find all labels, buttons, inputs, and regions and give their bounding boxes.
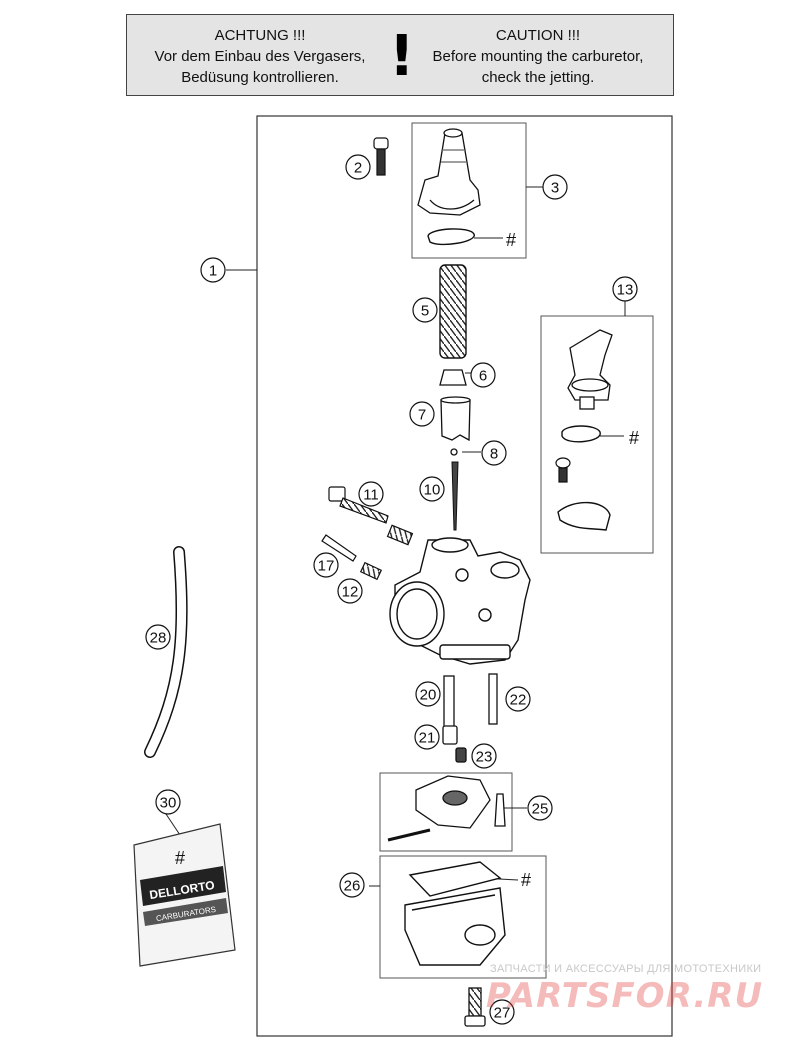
callout-number-10: 10: [424, 482, 441, 499]
part-13-screw: [555, 457, 571, 483]
hash-mark-gasket: #: [506, 230, 516, 250]
callout-number-8: 8: [490, 446, 498, 463]
part-21-main-jet: [442, 725, 458, 745]
callout-circle-21: [414, 724, 440, 750]
caution-english: CAUTION !!! Before mounting the carburet…: [413, 25, 663, 88]
caution-banner: ACHTUNG !!! Vor dem Einbau des Vergasers…: [126, 14, 674, 96]
callout-circle-10: [419, 476, 445, 502]
callout-circle-30: [155, 789, 181, 815]
part-27-drain-screw: [464, 987, 486, 1027]
callout-circle-5: [412, 297, 438, 323]
part-20-emulsion-tube: [443, 675, 455, 735]
bag-hash-mark: #: [175, 848, 185, 868]
callout-number-2: 2: [354, 160, 362, 177]
callout-number-23: 23: [476, 749, 493, 766]
callout-circle-13: [612, 276, 638, 302]
caution-german-line1: Vor dem Einbau des Vergasers,: [154, 48, 366, 65]
part-5-spring: [439, 264, 467, 359]
callout-number-30: 30: [160, 795, 177, 812]
part-25-float: [387, 775, 506, 842]
group-frame-26: [379, 855, 547, 979]
callout-number-26: 26: [344, 878, 361, 895]
callout-number-6: 6: [479, 368, 487, 385]
part-10-jet-needle: [451, 461, 459, 531]
callout-number-28: 28: [150, 630, 167, 647]
assembly-frame: [256, 115, 673, 1037]
callout-number-22: 22: [510, 692, 527, 709]
callout-number-3: 3: [551, 180, 559, 197]
part-13-choke-assembly: [567, 329, 613, 410]
callout-circle-8: [481, 440, 507, 466]
callout-circle-7: [409, 401, 435, 427]
part-13-plate: [557, 501, 611, 531]
group-frame-13: [540, 315, 654, 554]
callout-circle-28: [145, 624, 171, 650]
hash-mark-bowl-gasket: #: [521, 870, 531, 890]
part-2-screw: [373, 137, 389, 176]
part-13-gasket: [561, 425, 601, 443]
part-3-gasket: [427, 228, 475, 246]
callout-number-20: 20: [420, 687, 437, 704]
caution-german: ACHTUNG !!! Vor dem Einbau des Vergasers…: [135, 25, 385, 88]
caution-english-line2: check the jetting.: [481, 69, 595, 86]
hash-mark-choke-gasket: #: [629, 428, 639, 448]
callout-circle-22: [505, 686, 531, 712]
callout-circle-23: [471, 743, 497, 769]
exclamation-icon: !: [389, 24, 415, 89]
part-3-top-cap: [417, 128, 481, 216]
callout-circle-6: [470, 362, 496, 388]
callout-number-17: 17: [318, 558, 335, 575]
callout-circle-1: [200, 257, 226, 283]
watermark-logo: PARTSFOR.RU: [486, 976, 764, 1016]
part-12-spring: [359, 561, 383, 581]
callout-circle-2: [345, 154, 371, 180]
part-17-mixture-screw: [321, 534, 357, 562]
part-11-idle-screw: [328, 486, 414, 546]
callout-number-1: 1: [209, 263, 217, 280]
part-6-spring-seat: [439, 369, 467, 386]
part-26-float-bowl: [404, 861, 506, 966]
part-23-idle-jet: [455, 747, 467, 763]
callout-circle-26: [339, 872, 365, 898]
callout-number-11: 11: [363, 487, 379, 504]
part-7-throttle-slide: [440, 396, 471, 442]
caution-german-title: ACHTUNG !!!: [214, 27, 306, 44]
callout-number-5: 5: [421, 303, 429, 320]
callout-number-12: 12: [342, 584, 359, 601]
part-22-needle-jet: [488, 673, 498, 725]
carburetor-body: [389, 537, 531, 665]
callout-number-21: 21: [419, 730, 436, 747]
callout-number-25: 25: [532, 801, 549, 818]
callout-circle-11: [358, 481, 384, 507]
group-frame-25: [379, 772, 513, 852]
callout-number-27: 27: [494, 1005, 511, 1022]
callout-circle-20: [415, 681, 441, 707]
callout-circle-17: [313, 552, 339, 578]
caution-german-line2: Bedüsung kontrollieren.: [181, 69, 339, 86]
callout-number-13: 13: [617, 282, 634, 299]
callout-circle-3: [542, 174, 568, 200]
caution-english-line1: Before mounting the carburetor,: [432, 48, 644, 65]
caution-english-title: CAUTION !!!: [495, 27, 581, 44]
callout-circle-12: [337, 578, 363, 604]
callout-circle-27: [489, 999, 515, 1025]
part-8-needle-clip: [450, 448, 458, 456]
callout-number-7: 7: [418, 407, 426, 424]
group-frame-3: [411, 122, 527, 259]
callout-circle-25: [527, 795, 553, 821]
part-30-jet-kit-bag: DELLORTO CARBURATORS #: [133, 823, 236, 967]
watermark-tagline: ЗАПЧАСТИ И АКСЕССУАРЫ ДЛЯ МОТОТЕХНИКИ: [490, 963, 762, 975]
